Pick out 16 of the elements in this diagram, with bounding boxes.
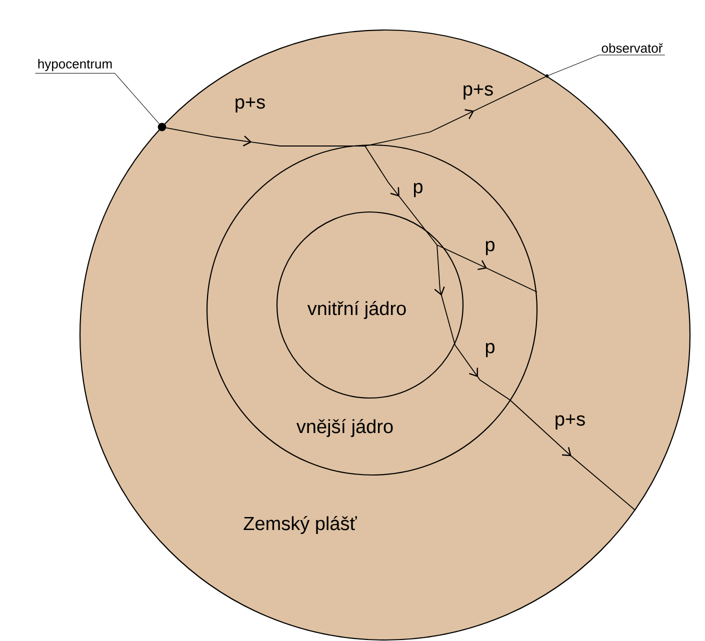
layer-label: vnější jádro xyxy=(296,419,393,437)
seismic-ray xyxy=(166,76,546,146)
point-marker xyxy=(158,122,166,132)
inner-core-layer xyxy=(276,211,464,399)
leader-line xyxy=(34,73,160,124)
wave-label: p+s xyxy=(236,98,265,112)
callout-text: observatoř xyxy=(602,43,663,53)
layer-label: vnitřní jádro xyxy=(307,301,406,319)
leader-line xyxy=(548,54,666,76)
callout-text: hypocentrum xyxy=(38,58,112,72)
wave-label: p xyxy=(486,342,494,358)
point-marker xyxy=(545,74,549,78)
wave-label: p+s xyxy=(556,414,585,430)
wave-label: p xyxy=(486,240,494,256)
wave-label: p+s xyxy=(464,84,493,100)
layer-label: Zemský plášť xyxy=(244,516,357,534)
